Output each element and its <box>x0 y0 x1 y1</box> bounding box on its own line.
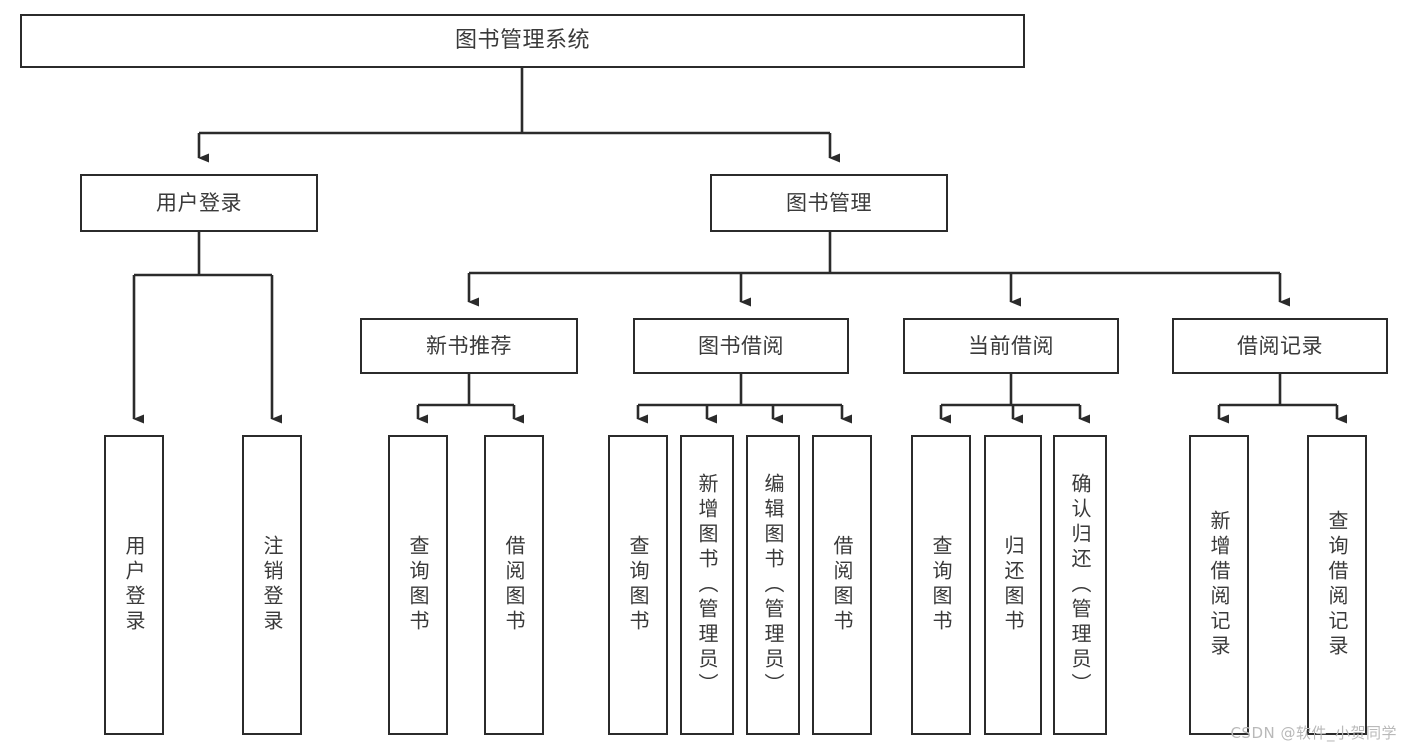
leaf-user-logout[interactable]: 注销登录 <box>242 435 302 735</box>
node-label: 新增图书（管理员） <box>695 472 719 698</box>
leaf-add-book-admin[interactable]: 新增图书（管理员） <box>680 435 734 735</box>
node-label: 图书借阅 <box>698 333 784 358</box>
node-label: 确认归还（管理员） <box>1068 472 1092 698</box>
node-label: 查询图书 <box>406 535 430 635</box>
leaf-edit-book-admin[interactable]: 编辑图书（管理员） <box>746 435 800 735</box>
leaf-confirm-return-admin[interactable]: 确认归还（管理员） <box>1053 435 1107 735</box>
leaf-query-book-borrow[interactable]: 查询图书 <box>608 435 668 735</box>
node-book-management[interactable]: 图书管理 <box>710 174 948 232</box>
node-label: 注销登录 <box>260 535 284 635</box>
node-user-login[interactable]: 用户登录 <box>80 174 318 232</box>
node-label: 借阅图书 <box>830 535 854 635</box>
node-label: 用户登录 <box>156 190 242 215</box>
node-current-borrow[interactable]: 当前借阅 <box>903 318 1119 374</box>
node-label: 查询图书 <box>626 535 650 635</box>
node-label: 借阅记录 <box>1237 333 1323 358</box>
node-label: 借阅图书 <box>502 535 526 635</box>
leaf-add-borrow-record[interactable]: 新增借阅记录 <box>1189 435 1249 735</box>
watermark-text: CSDN @软件_小贺同学 <box>1230 724 1397 742</box>
node-book-borrow[interactable]: 图书借阅 <box>633 318 849 374</box>
node-label: 当前借阅 <box>968 333 1054 358</box>
leaf-query-book-current[interactable]: 查询图书 <box>911 435 971 735</box>
node-borrow-record[interactable]: 借阅记录 <box>1172 318 1388 374</box>
node-label: 图书管理系统 <box>454 28 590 54</box>
node-label: 新增借阅记录 <box>1207 510 1231 660</box>
leaf-query-book-recommend[interactable]: 查询图书 <box>388 435 448 735</box>
node-label: 查询借阅记录 <box>1325 510 1349 660</box>
leaf-borrow-book-borrow[interactable]: 借阅图书 <box>812 435 872 735</box>
node-label: 查询图书 <box>929 535 953 635</box>
node-label: 新书推荐 <box>426 333 512 358</box>
node-label: 图书管理 <box>786 190 872 215</box>
leaf-query-borrow-record[interactable]: 查询借阅记录 <box>1307 435 1367 735</box>
node-label: 编辑图书（管理员） <box>761 472 785 698</box>
node-new-book-recommend[interactable]: 新书推荐 <box>360 318 578 374</box>
node-root-book-management-system[interactable]: 图书管理系统 <box>20 14 1025 68</box>
leaf-user-login[interactable]: 用户登录 <box>104 435 164 735</box>
node-label: 归还图书 <box>1001 535 1025 635</box>
leaf-borrow-book-recommend[interactable]: 借阅图书 <box>484 435 544 735</box>
leaf-return-book[interactable]: 归还图书 <box>984 435 1042 735</box>
node-label: 用户登录 <box>122 535 146 635</box>
